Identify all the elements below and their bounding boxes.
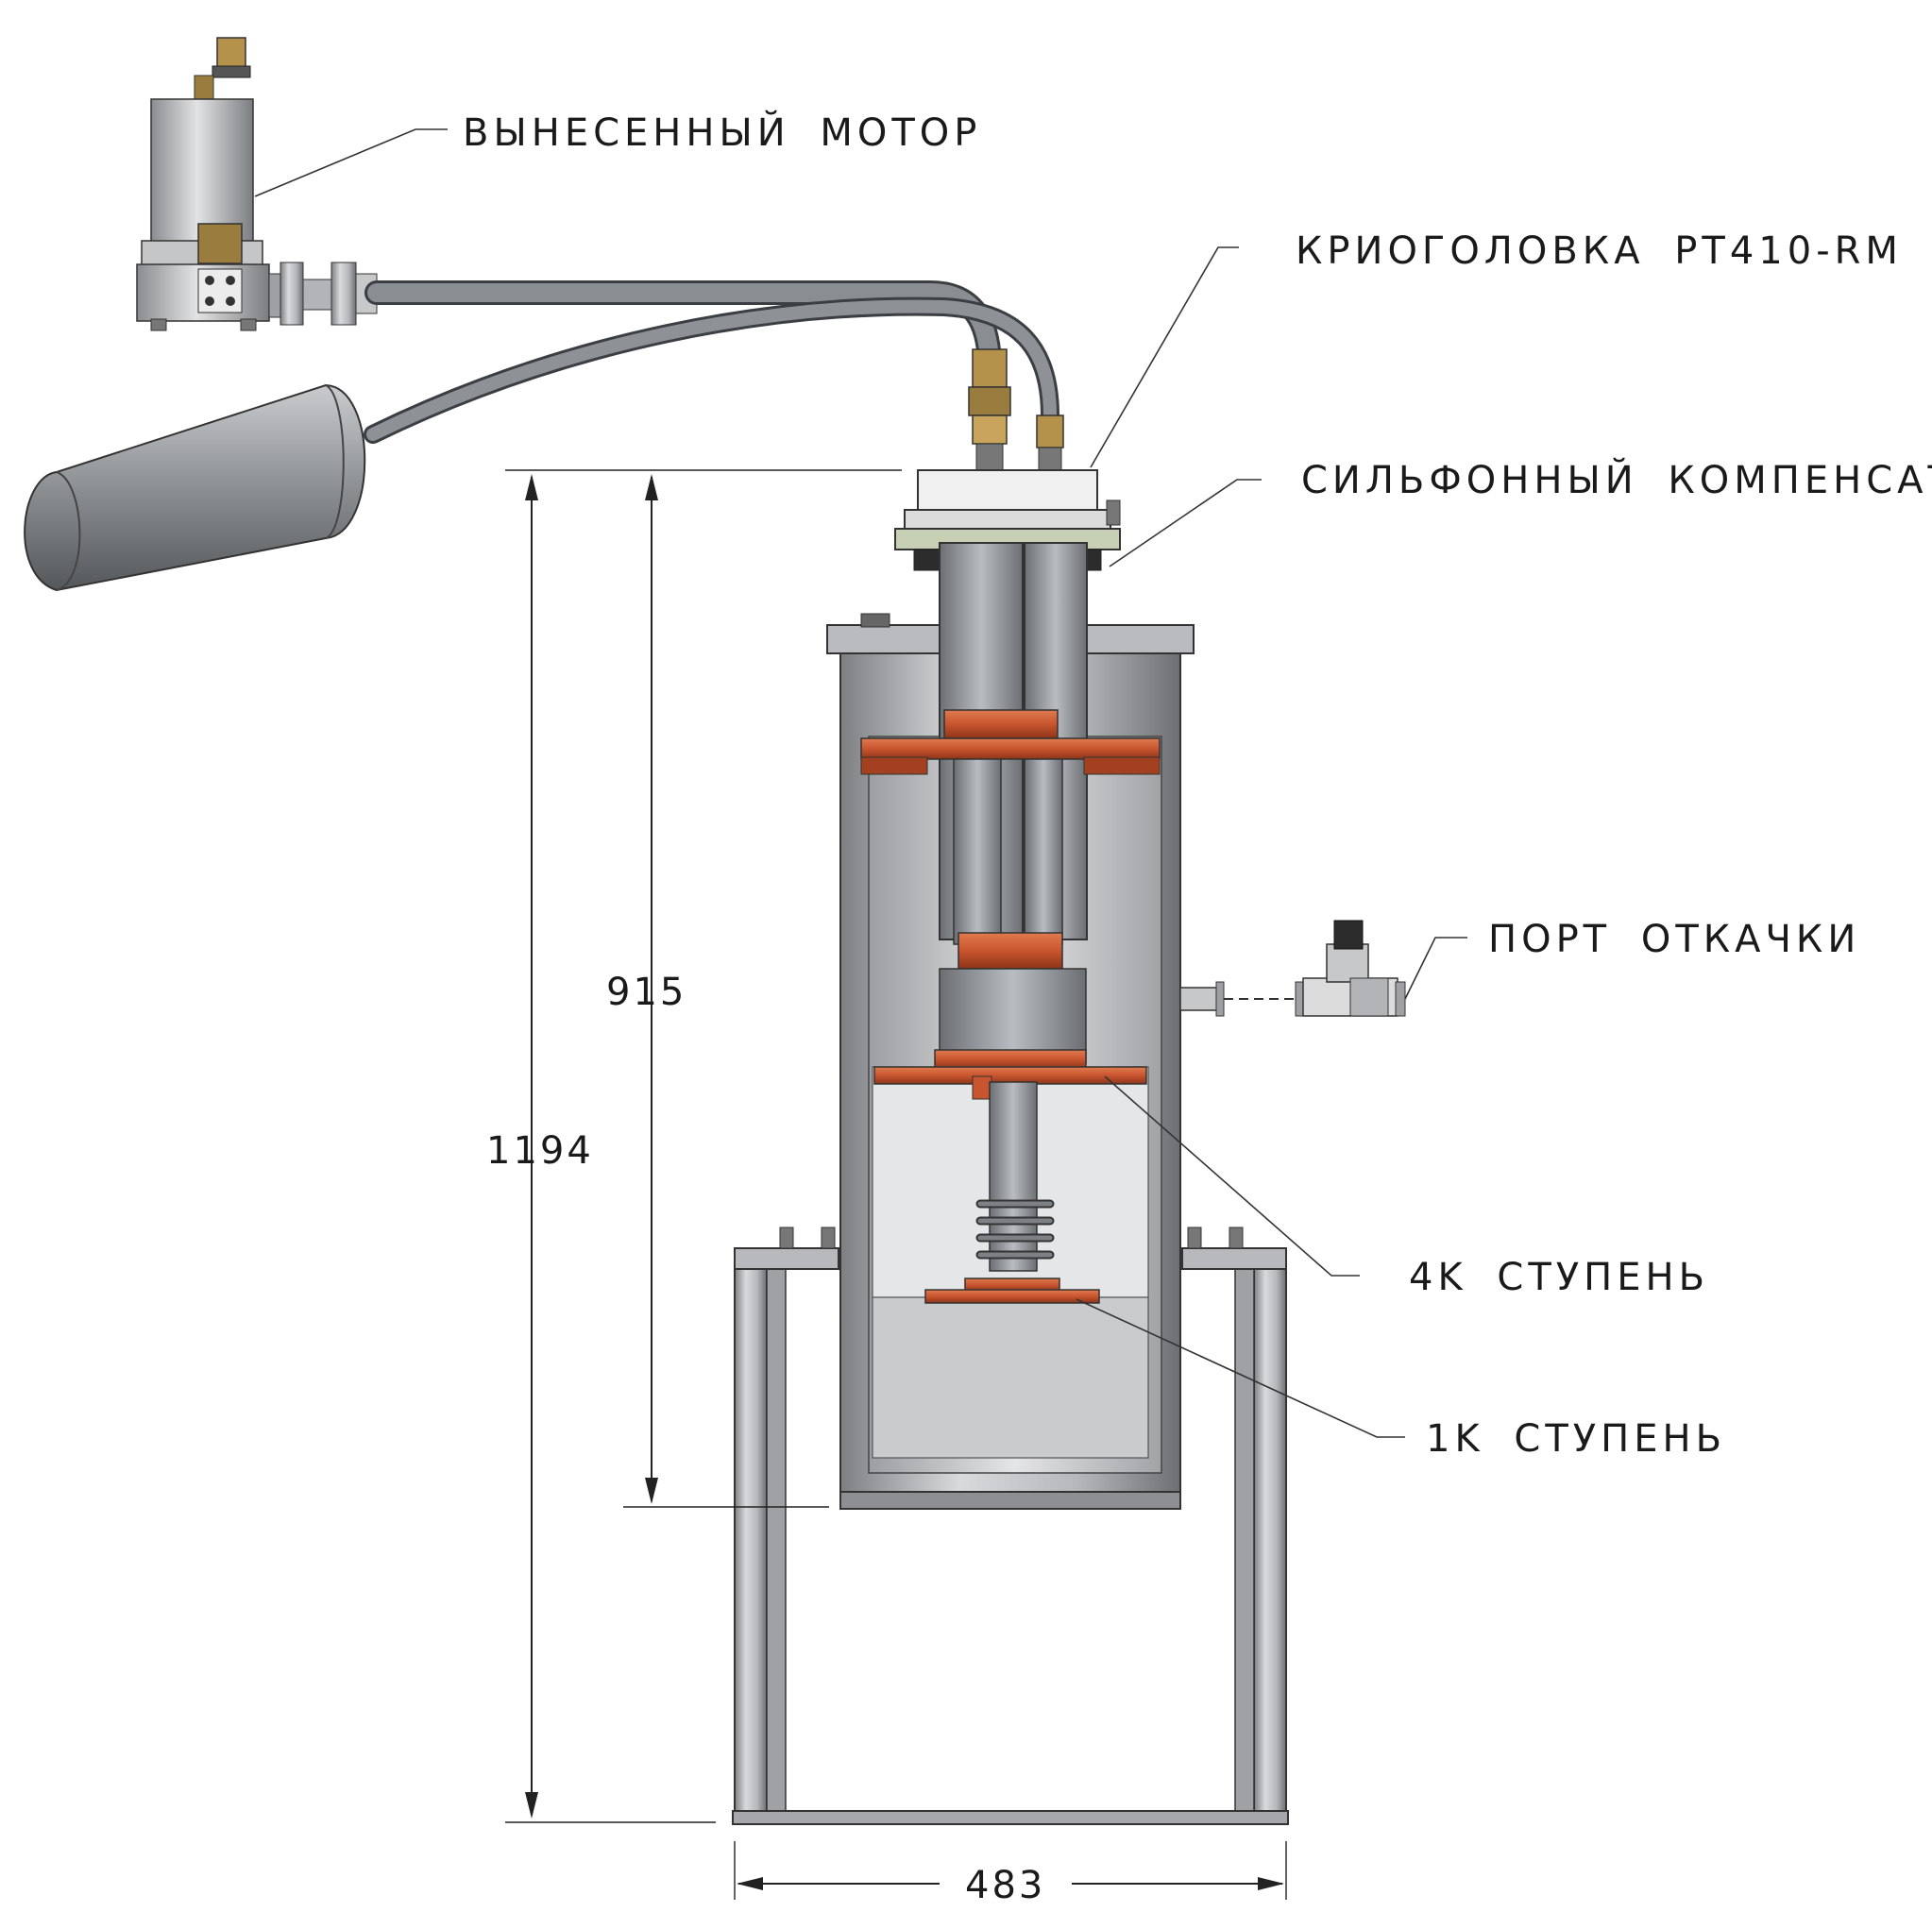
label-1k-stage: 1K СТУПЕНЬ — [1426, 1417, 1726, 1461]
leader-bellows — [1109, 479, 1262, 567]
label-4k-stage: 4K СТУПЕНЬ — [1409, 1256, 1709, 1299]
dimension-vessel-height: 915 — [606, 971, 686, 1014]
helium-hoses — [364, 280, 1064, 471]
label-cryohead: КРИОГОЛОВКА PT410-RM — [1296, 229, 1903, 273]
buffer-tank — [24, 383, 366, 592]
dimension-total-height: 1194 — [486, 1129, 594, 1173]
leader-motor — [254, 128, 448, 197]
dimension-lines — [505, 469, 1287, 1900]
leader-1k — [1076, 1298, 1405, 1438]
label-remote-motor: ВЫНЕСЕННЫЙ МОТОР — [463, 110, 981, 155]
leader-lines — [254, 128, 1467, 1438]
remote-motor — [136, 37, 378, 331]
pump-port-valve — [1179, 920, 1406, 1017]
leader-4k — [1104, 1075, 1360, 1277]
label-bellows: СИЛЬФОННЫЙ КОМПЕНСАТОР — [1301, 457, 1932, 502]
leader-cryohead — [1090, 246, 1239, 468]
dimension-frame-width: 483 — [965, 1864, 1045, 1907]
cold-head — [860, 469, 1161, 1304]
support-frame — [732, 1227, 1289, 1825]
leader-pump-port — [1404, 937, 1467, 1000]
label-pump-port: ПОРТ ОТКАЧКИ — [1488, 918, 1860, 961]
